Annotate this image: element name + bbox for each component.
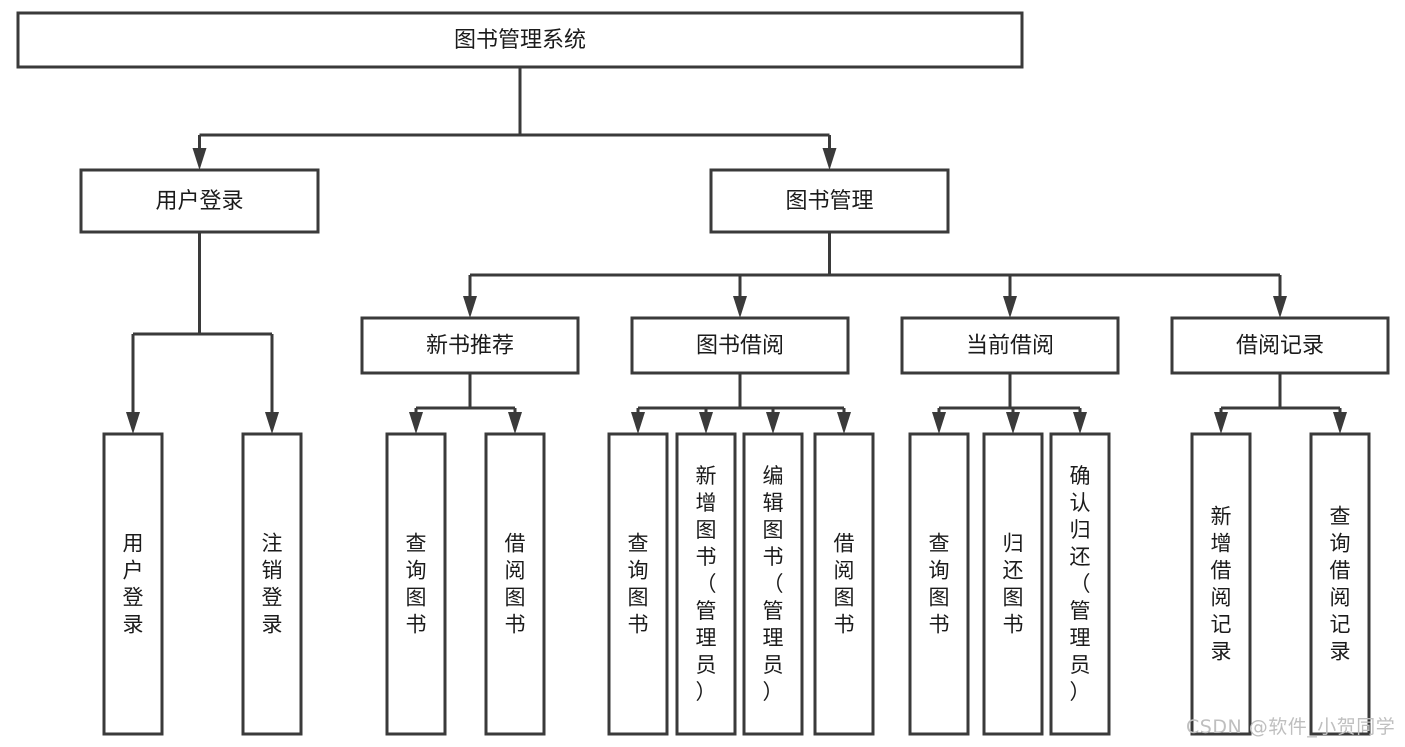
connectors-layer — [126, 67, 1347, 434]
node-level3-1[interactable]: 图书借阅 — [630, 316, 850, 375]
node-box[interactable] — [360, 316, 580, 375]
arrow-head-icon — [265, 412, 279, 434]
node-box[interactable] — [908, 432, 970, 736]
node-label: 注销登录 — [262, 532, 283, 637]
node-level3-3[interactable]: 借阅记录 — [1170, 316, 1390, 375]
node-box[interactable] — [1170, 316, 1390, 375]
arrow-head-icon — [822, 148, 837, 170]
node-leaf-2[interactable]: 查询图书 — [385, 432, 447, 736]
node-level3-0[interactable]: 新书推荐 — [360, 316, 580, 375]
arrow-head-icon — [766, 412, 780, 434]
arrow-head-icon — [463, 296, 477, 318]
arrow-head-icon — [192, 148, 207, 170]
node-leaf-1[interactable]: 注销登录 — [241, 432, 303, 736]
node-label: 用户登录 — [155, 189, 243, 214]
node-label: 确认归还（管理员） — [1070, 464, 1091, 704]
node-box[interactable] — [1309, 432, 1371, 736]
node-leaf-3[interactable]: 借阅图书 — [484, 432, 546, 736]
arrow-head-icon — [1073, 412, 1087, 434]
node-box[interactable] — [813, 432, 875, 736]
node-box[interactable] — [709, 168, 950, 234]
node-label: 查询图书 — [628, 532, 649, 637]
node-leaf-8[interactable]: 查询图书 — [908, 432, 970, 736]
arrow-head-icon — [631, 412, 645, 434]
arrow-head-icon — [508, 412, 522, 434]
node-box[interactable] — [900, 316, 1120, 375]
node-label: 用户登录 — [123, 532, 144, 637]
node-label: 图书管理 — [785, 189, 873, 214]
nodes-layer: 图书管理系统用户登录图书管理新书推荐图书借阅当前借阅借阅记录用户登录注销登录查询… — [16, 11, 1390, 736]
arrow-head-icon — [126, 412, 140, 434]
node-label: 查询图书 — [929, 532, 950, 637]
arrow-head-icon — [733, 296, 747, 318]
arrow-head-icon — [1003, 296, 1017, 318]
node-leaf-11[interactable]: 新增借阅记录 — [1190, 432, 1252, 736]
node-label: 查询图书 — [406, 532, 427, 637]
node-level3-2[interactable]: 当前借阅 — [900, 316, 1120, 375]
node-box[interactable] — [630, 316, 850, 375]
node-label: 新增借阅记录 — [1211, 505, 1232, 664]
arrow-head-icon — [837, 412, 851, 434]
node-label: 新书推荐 — [426, 334, 514, 359]
node-box[interactable] — [16, 11, 1024, 69]
node-label: 借阅图书 — [505, 532, 526, 637]
node-label: 借阅记录 — [1236, 334, 1324, 359]
node-box[interactable] — [385, 432, 447, 736]
arrow-head-icon — [1214, 412, 1228, 434]
arrow-head-icon — [1333, 412, 1347, 434]
node-user-login[interactable]: 用户登录 — [79, 168, 320, 234]
node-label: 编辑图书（管理员） — [763, 464, 784, 704]
node-box[interactable] — [675, 432, 737, 736]
node-leaf-0[interactable]: 用户登录 — [102, 432, 164, 736]
node-label: 查询借阅记录 — [1330, 505, 1351, 664]
node-leaf-4[interactable]: 查询图书 — [607, 432, 669, 736]
node-leaf-9[interactable]: 归还图书 — [982, 432, 1044, 736]
node-box[interactable] — [1049, 432, 1111, 736]
node-label: 归还图书 — [1003, 532, 1024, 637]
node-label: 借阅图书 — [834, 532, 855, 637]
node-label: 新增图书（管理员） — [696, 464, 717, 704]
node-box[interactable] — [241, 432, 303, 736]
node-leaf-10[interactable]: 确认归还（管理员） — [1049, 432, 1111, 736]
node-box[interactable] — [982, 432, 1044, 736]
node-box[interactable] — [79, 168, 320, 234]
node-box[interactable] — [607, 432, 669, 736]
node-book-management[interactable]: 图书管理 — [709, 168, 950, 234]
arrow-head-icon — [1006, 412, 1020, 434]
node-box[interactable] — [1190, 432, 1252, 736]
node-label: 图书管理系统 — [454, 28, 586, 53]
arrow-head-icon — [699, 412, 713, 434]
arrow-head-icon — [409, 412, 423, 434]
node-label: 图书借阅 — [696, 334, 784, 359]
node-leaf-7[interactable]: 借阅图书 — [813, 432, 875, 736]
arrow-head-icon — [1273, 296, 1287, 318]
node-box[interactable] — [484, 432, 546, 736]
node-root-system[interactable]: 图书管理系统 — [16, 11, 1024, 69]
node-leaf-6[interactable]: 编辑图书（管理员） — [742, 432, 804, 736]
node-label: 当前借阅 — [966, 334, 1054, 359]
node-leaf-5[interactable]: 新增图书（管理员） — [675, 432, 737, 736]
node-box[interactable] — [742, 432, 804, 736]
arrow-head-icon — [932, 412, 946, 434]
node-box[interactable] — [102, 432, 164, 736]
node-leaf-12[interactable]: 查询借阅记录 — [1309, 432, 1371, 736]
